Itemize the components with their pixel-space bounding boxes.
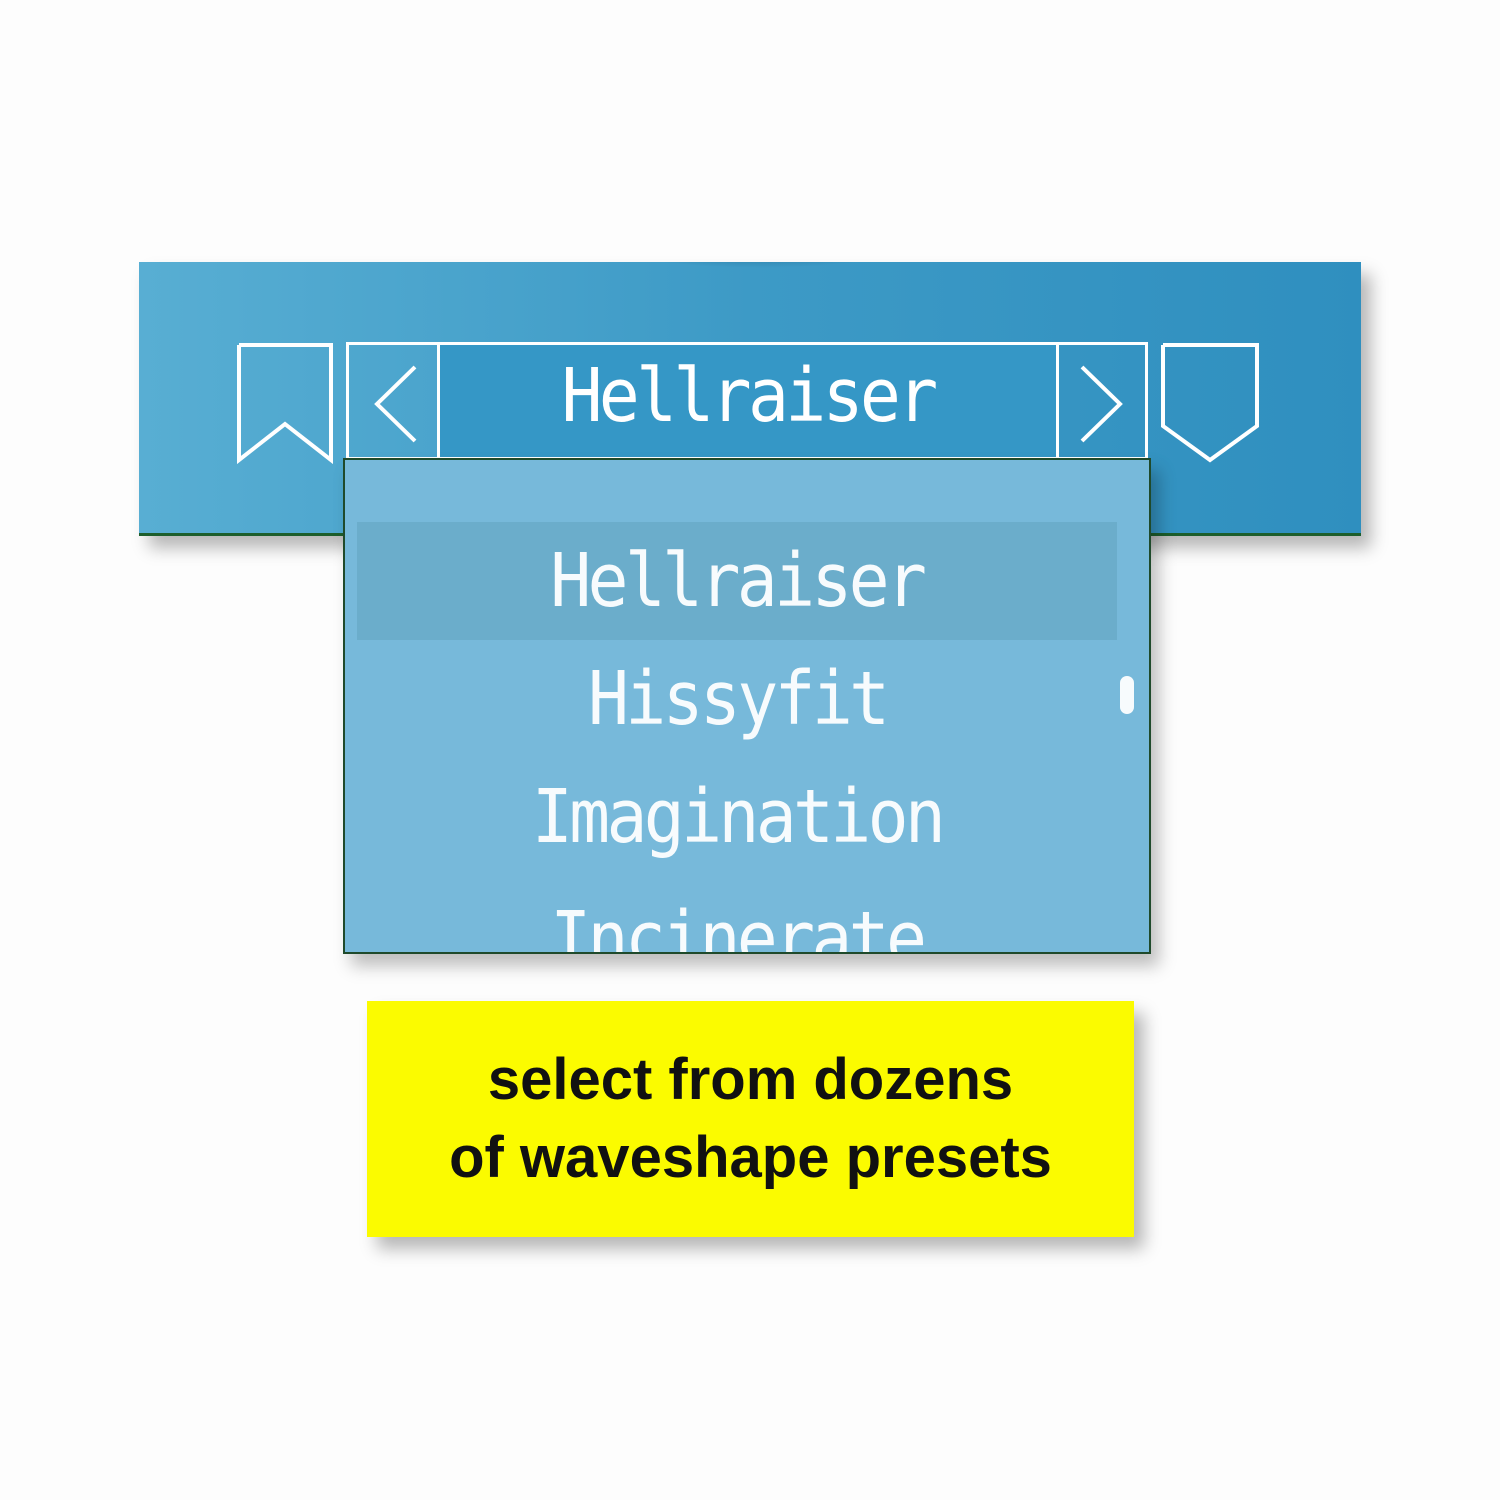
list-item-label: Incinerate bbox=[550, 896, 927, 954]
knob-shadow bbox=[609, 262, 909, 268]
list-item[interactable]: Ghostbuster bbox=[357, 460, 1117, 486]
chevron-right-icon bbox=[1080, 365, 1123, 443]
chevron-left-icon bbox=[374, 365, 417, 443]
current-preset-name: Hellraiser bbox=[561, 353, 938, 439]
list-item[interactable]: Hissyfit bbox=[357, 640, 1117, 758]
list-item-label: Imagination bbox=[531, 774, 946, 860]
preset-selector[interactable]: Hellraiser bbox=[437, 342, 1059, 460]
prev-preset-button[interactable] bbox=[346, 342, 440, 460]
list-item-label: Hellraiser bbox=[550, 538, 927, 624]
preset-dropdown-list[interactable]: Ghostbuster Hellraiser Hissyfit Imaginat… bbox=[343, 458, 1151, 954]
bookmark-icon bbox=[237, 343, 333, 464]
list-item-selected[interactable]: Hellraiser bbox=[357, 522, 1117, 640]
scrollbar-thumb[interactable] bbox=[1120, 676, 1134, 714]
shield-bookmark-icon bbox=[1161, 343, 1259, 463]
next-preset-button[interactable] bbox=[1056, 342, 1148, 460]
caption-line-1: select from dozens bbox=[487, 1047, 1014, 1112]
bookmark-save-button[interactable] bbox=[236, 342, 334, 464]
list-item[interactable]: Imagination bbox=[357, 758, 1117, 876]
list-item-label: Hissyfit bbox=[587, 656, 890, 742]
feature-caption: select from dozens of waveshape presets bbox=[367, 1001, 1134, 1237]
caption-line-2: of waveshape presets bbox=[449, 1125, 1052, 1190]
list-item[interactable]: Incinerate bbox=[357, 880, 1117, 954]
bookmark-load-button[interactable] bbox=[1160, 342, 1260, 464]
